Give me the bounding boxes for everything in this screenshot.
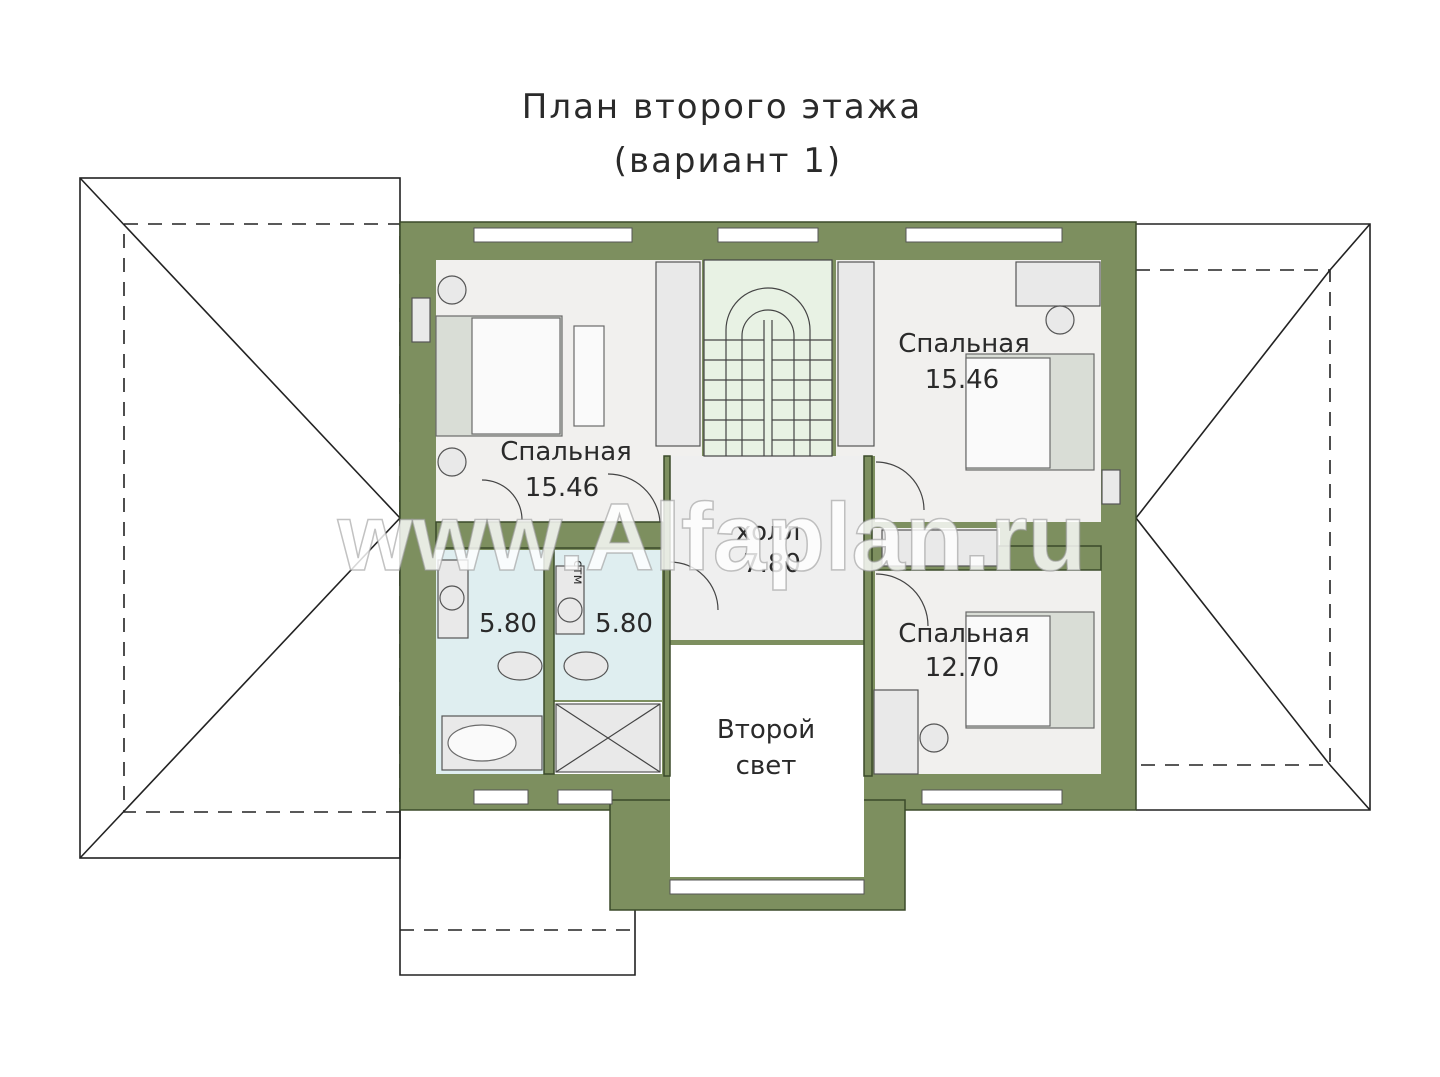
second-light-line2: свет — [736, 751, 797, 781]
bedroom-right-bottom-furniture — [873, 573, 1095, 775]
room-area-bathroom-1: 5.80 — [479, 609, 537, 639]
second-light-line1: Второй — [717, 715, 815, 745]
room-area-bathroom-2: 5.80 — [595, 609, 653, 639]
room-name-bedroom-right-top: Спальная — [898, 329, 1030, 359]
bathroom-fixtures — [437, 559, 661, 773]
room-area-bedroom-right-bottom: 12.70 — [925, 653, 999, 683]
roof-right — [1135, 223, 1371, 811]
bedroom-left-furniture — [411, 275, 605, 521]
staircase — [703, 259, 833, 457]
watermark: www.Alfaplan.ru — [337, 484, 1087, 591]
room-name-bedroom-left: Спальная — [500, 437, 632, 467]
wardrobes — [655, 261, 999, 567]
hall-doors — [607, 473, 719, 611]
plan-subtitle: (вариант 1) — [614, 141, 842, 181]
windows — [473, 227, 1063, 895]
room-area-hall: 7.80 — [743, 549, 801, 579]
room-tag-bathroom-2: стм — [570, 560, 585, 585]
bedroom-right-top-furniture — [875, 261, 1121, 511]
plan-title: План второго этажа — [522, 87, 922, 127]
room-name-bedroom-right-bottom: Спальная — [898, 619, 1030, 649]
room-area-bedroom-left: 15.46 — [525, 473, 599, 503]
roof-porch — [399, 810, 636, 976]
room-area-bedroom-right-top: 15.46 — [925, 365, 999, 395]
room-name-hall: холл — [736, 517, 801, 547]
